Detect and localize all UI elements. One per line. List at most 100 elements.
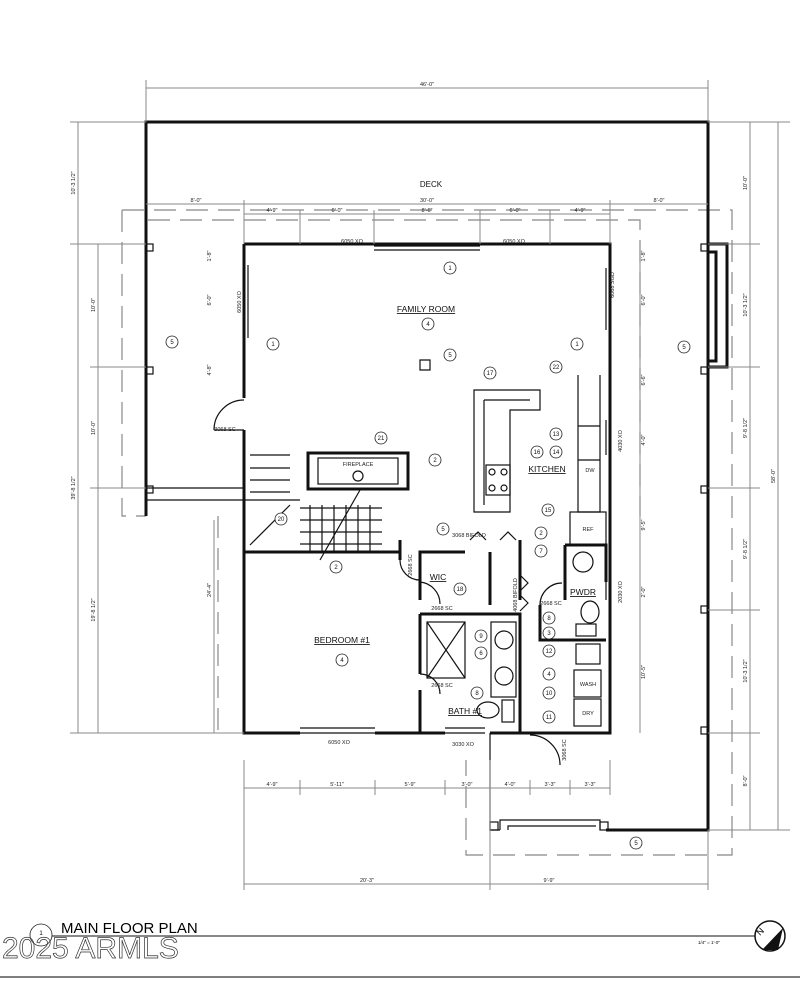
svg-text:4'-0": 4'-0"	[641, 434, 647, 445]
svg-text:N: N	[754, 926, 766, 938]
svg-text:2: 2	[433, 458, 437, 464]
range-cooktop	[485, 464, 511, 496]
dry-label: DRY	[582, 711, 594, 717]
callout: 13	[549, 427, 563, 441]
svg-text:7: 7	[539, 549, 543, 555]
svg-text:39'-8 1/2": 39'-8 1/2"	[71, 476, 77, 499]
svg-text:6050 XO: 6050 XO	[328, 740, 350, 746]
callout: 2	[428, 453, 442, 467]
svg-text:10'-0": 10'-0"	[91, 298, 97, 312]
room-label-bedroom: BEDROOM #1	[314, 635, 370, 645]
north-arrow-icon: N	[754, 920, 786, 952]
svg-text:1: 1	[448, 266, 452, 272]
dimension-labels-top: 46'-0" 8'-0" 30'-0" 8'-0" 4'-9" 6'-0" 8'…	[191, 82, 665, 214]
svg-text:5: 5	[441, 527, 445, 533]
dim-overall-depth: 58'-0"	[771, 469, 777, 483]
svg-text:17: 17	[487, 371, 494, 377]
svg-text:9'-9": 9'-9"	[544, 878, 555, 884]
svg-text:6: 6	[479, 651, 483, 657]
svg-text:4'-9": 4'-9"	[575, 208, 586, 214]
svg-text:5'-9": 5'-9"	[405, 782, 416, 788]
svg-text:4: 4	[547, 672, 551, 678]
svg-text:8'-6": 8'-6"	[422, 208, 433, 214]
svg-text:5: 5	[170, 340, 174, 346]
svg-text:8: 8	[475, 691, 479, 697]
svg-text:8'-0": 8'-0"	[191, 198, 202, 204]
svg-text:6'-0": 6'-0"	[510, 208, 521, 214]
plan-title: MAIN FLOOR PLAN	[61, 920, 198, 937]
svg-text:4030 XO: 4030 XO	[618, 429, 624, 451]
fireplace-label: FIREPLACE	[343, 462, 374, 468]
svg-text:3068 SC: 3068 SC	[562, 739, 568, 760]
svg-text:9'-8 1/2": 9'-8 1/2"	[743, 539, 749, 559]
svg-text:9'-8 1/2": 9'-8 1/2"	[743, 418, 749, 438]
dimension-labels-bottom: 4'-9" 5'-11" 5'-9" 3'-0" 4'-0" 3'-3" 3'-…	[267, 782, 596, 884]
svg-text:9'-5": 9'-5"	[641, 519, 647, 530]
room-label-bath: BATH #1	[448, 706, 482, 716]
callout: 4	[542, 667, 556, 681]
svg-text:3: 3	[547, 631, 551, 637]
svg-text:6050 XO: 6050 XO	[341, 239, 363, 245]
svg-text:10'-3 1/2": 10'-3 1/2"	[743, 659, 749, 682]
dimension-lines	[70, 80, 790, 890]
svg-text:19'-8 1/2": 19'-8 1/2"	[91, 598, 97, 621]
room-label-wic: WIC	[430, 572, 447, 582]
room-labels: DECK FAMILY ROOM KITCHEN BEDROOM #1 WIC …	[314, 180, 596, 716]
svg-text:22: 22	[553, 365, 560, 371]
svg-text:6050 XO: 6050 XO	[237, 290, 243, 312]
svg-text:2668 SC: 2668 SC	[431, 683, 452, 689]
callout: 2	[534, 526, 548, 540]
svg-text:10'-3 1/2": 10'-3 1/2"	[71, 171, 77, 194]
dimension-labels-right: 10'-0" 10'-3 1/2" 9'-8 1/2" 9'-8 1/2" 10…	[641, 176, 777, 787]
svg-text:3'-0": 3'-0"	[462, 782, 473, 788]
opening-labels: 6050 XO 6050 XO 6050 XO 6068 SGD 4030 XO…	[214, 239, 624, 761]
svg-text:15: 15	[545, 508, 552, 514]
svg-text:8: 8	[547, 616, 551, 622]
svg-text:10'-5": 10'-5"	[641, 665, 647, 679]
svg-text:2: 2	[334, 565, 338, 571]
svg-text:4'-9": 4'-9"	[267, 208, 278, 214]
svg-text:6'-0": 6'-0"	[332, 208, 343, 214]
svg-text:4'-0": 4'-0"	[505, 782, 516, 788]
callout: 6	[474, 646, 488, 660]
svg-text:4068 BIFOLD: 4068 BIFOLD	[513, 578, 519, 612]
callout: 8	[470, 686, 484, 700]
svg-text:6050 XO: 6050 XO	[503, 239, 525, 245]
callout: 4	[421, 317, 435, 331]
svg-text:11: 11	[546, 715, 553, 721]
fixture-labels: FIREPLACE REF DW WASH DRY	[343, 462, 596, 717]
svg-text:3068 BIFOLD: 3068 BIFOLD	[452, 533, 486, 539]
svg-text:20: 20	[278, 517, 285, 523]
svg-text:18: 18	[457, 587, 464, 593]
callout: 10	[542, 686, 556, 700]
callout: 1	[570, 337, 584, 351]
callout: 22	[549, 360, 563, 374]
watermark: 2025 ARMLS	[2, 932, 179, 965]
svg-text:20'-3": 20'-3"	[360, 878, 374, 884]
shower	[426, 621, 466, 679]
callout: 17	[483, 366, 497, 380]
fireplace	[306, 451, 410, 491]
svg-text:3'-3": 3'-3"	[545, 782, 556, 788]
callout: 2	[329, 560, 343, 574]
callout: 9	[474, 629, 488, 643]
callout: 3	[542, 626, 556, 640]
svg-text:24'-4": 24'-4"	[207, 583, 213, 597]
svg-text:1'-8": 1'-8"	[207, 250, 213, 261]
title-block: 1 MAIN FLOOR PLAN 1/4" = 1'-0" N	[0, 920, 800, 978]
svg-text:6'-0": 6'-0"	[641, 294, 647, 305]
svg-text:4: 4	[426, 322, 430, 328]
callout: 5	[443, 348, 457, 362]
svg-text:14: 14	[553, 450, 560, 456]
svg-text:10: 10	[546, 691, 553, 697]
callout: 15	[541, 503, 555, 517]
svg-text:4'-9": 4'-9"	[267, 782, 278, 788]
title-number: 1	[39, 931, 43, 937]
exterior-walls	[213, 242, 612, 735]
callout: 20	[274, 512, 288, 526]
svg-text:6068 SGD: 6068 SGD	[610, 272, 616, 298]
svg-text:1: 1	[575, 342, 579, 348]
svg-text:2668 SC: 2668 SC	[408, 554, 414, 575]
room-label-pwdr: PWDR	[570, 587, 596, 597]
